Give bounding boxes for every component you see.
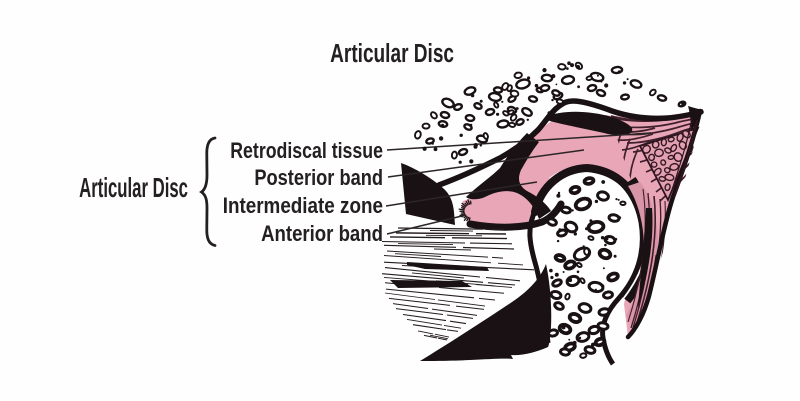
svg-text:Intermediate zone: Intermediate zone	[223, 193, 383, 218]
svg-text:Retrodiscal tissue: Retrodiscal tissue	[230, 139, 383, 163]
svg-text:Articular Disc: Articular Disc	[79, 172, 188, 203]
svg-text:Anterior band: Anterior band	[261, 221, 383, 246]
svg-text:Articular Disc: Articular Disc	[330, 38, 454, 68]
svg-text:Posterior band: Posterior band	[254, 165, 383, 190]
